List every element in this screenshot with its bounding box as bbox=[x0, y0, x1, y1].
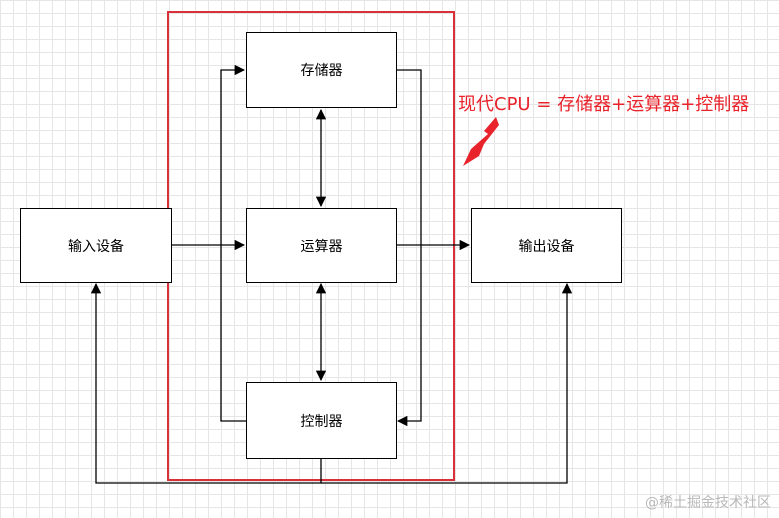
watermark: @稀土掘金技术社区 bbox=[645, 495, 771, 511]
input-device-node: 输入设备 bbox=[20, 208, 172, 283]
control-to-input-arrow bbox=[90, 282, 322, 484]
control-to-output-arrow bbox=[321, 282, 573, 484]
storage-node: 存储器 bbox=[246, 32, 397, 108]
input-device-label: 输入设备 bbox=[68, 238, 124, 255]
storage-label: 存储器 bbox=[300, 63, 343, 79]
alu-label: 运算器 bbox=[300, 238, 343, 255]
control-label: 控制器 bbox=[300, 413, 343, 430]
annotation-pointer-arrow bbox=[463, 117, 499, 166]
output-device-label: 输出设备 bbox=[518, 238, 575, 255]
output-device-node: 输出设备 bbox=[471, 208, 622, 283]
cpu-annotation: 现代CPU = 存储器+运算器+控制器 bbox=[458, 94, 750, 115]
alu-node: 运算器 bbox=[246, 208, 397, 283]
control-node: 控制器 bbox=[246, 382, 397, 459]
